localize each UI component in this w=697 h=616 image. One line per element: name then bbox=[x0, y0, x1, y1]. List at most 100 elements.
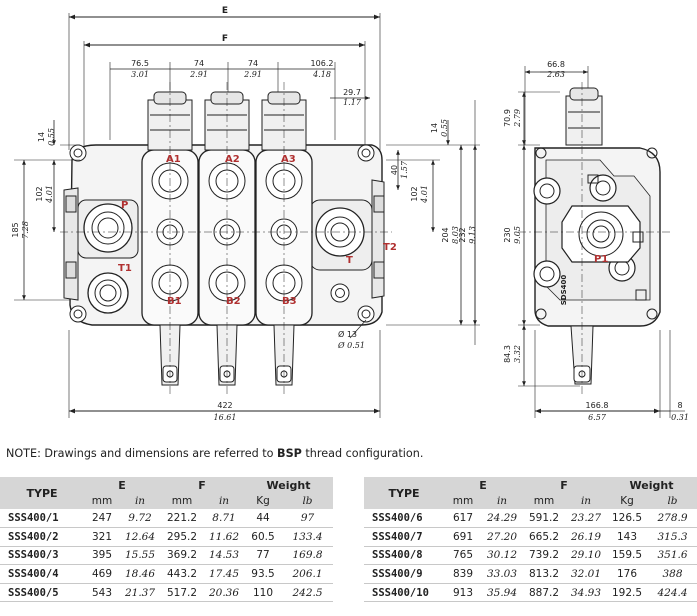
cell-e-in: 27.20 bbox=[486, 530, 518, 543]
header-f-in: in bbox=[566, 493, 606, 509]
dim-76-in: 3.01 bbox=[131, 70, 149, 79]
cell-f-in: 23.27 bbox=[570, 512, 602, 525]
cell-kg: 126.5 bbox=[611, 512, 643, 525]
dim-14-left-mm: 14 bbox=[37, 132, 46, 142]
dim-14-right-mm: 14 bbox=[430, 123, 439, 133]
dim-14-left-in: 0.55 bbox=[47, 128, 56, 146]
dim-74a-mm: 74 bbox=[194, 59, 204, 68]
dim-8-mm: 8 bbox=[677, 401, 682, 410]
cell-e-in: 24.29 bbox=[486, 512, 518, 525]
cell-f-in: 17.45 bbox=[208, 568, 240, 581]
cell-lb: 242.5 bbox=[292, 586, 323, 599]
cell-lb: 315.3 bbox=[657, 530, 688, 543]
dim-102-left-in: 4.01 bbox=[45, 185, 54, 204]
dim-204-in: 8.03 bbox=[451, 226, 460, 244]
dim-106-mm: 106.2 bbox=[311, 59, 334, 68]
port-label-b1: B1 bbox=[167, 296, 182, 307]
dim-232-mm: 232 bbox=[458, 227, 467, 242]
header-f: F bbox=[160, 477, 244, 493]
cell-lb: 424.4 bbox=[657, 586, 688, 599]
cell-f-in: 32.01 bbox=[570, 568, 602, 581]
note-suffix: thread configuration. bbox=[301, 447, 424, 460]
note-prefix: NOTE: Drawings and dimensions are referr… bbox=[6, 447, 278, 460]
dim-hole-mm: Ø 13 bbox=[338, 329, 357, 339]
spec-table-left: TYPE E F Weight mm in mm in Kg lb SSS400… bbox=[0, 477, 333, 602]
front-view-labels: E F 76.5 3.01 74 2.91 74 2.91 106.2 4.18… bbox=[11, 6, 477, 422]
cell-lb: 388 bbox=[662, 568, 683, 581]
cell-type: SSS400/8 bbox=[372, 549, 423, 562]
cell-f-in: 34.93 bbox=[570, 586, 602, 599]
cell-e-in: 15.55 bbox=[124, 549, 156, 562]
note-bold: BSP bbox=[277, 447, 302, 460]
dim-66-in: 2.63 bbox=[546, 70, 565, 79]
cell-f-in: 14.53 bbox=[208, 549, 240, 562]
cell-f-mm: 887.2 bbox=[528, 586, 560, 599]
cell-f-in: 8.71 bbox=[212, 512, 236, 525]
cell-type: SSS400/4 bbox=[8, 568, 59, 581]
port-label-t2: T2 bbox=[383, 242, 397, 253]
cell-type: SSS400/3 bbox=[8, 549, 59, 562]
port-label-t1: T1 bbox=[118, 263, 132, 274]
dim-422-in: 16.61 bbox=[214, 413, 237, 422]
header-kg: Kg bbox=[244, 493, 282, 509]
cell-e-in: 30.12 bbox=[486, 549, 518, 562]
spec-table-right: TYPE E F Weight mm in mm in Kg lb SSS400… bbox=[364, 477, 697, 602]
port-label-p: P bbox=[121, 200, 128, 211]
cell-kg: 60.5 bbox=[251, 530, 275, 543]
cell-type: SSS400/6 bbox=[372, 512, 423, 525]
dim-70-mm: 70.9 bbox=[503, 109, 512, 127]
header-weight: Weight bbox=[244, 477, 333, 493]
cell-kg: 192.5 bbox=[611, 586, 643, 599]
cell-e-in: 12.64 bbox=[124, 530, 156, 543]
cell-f-mm: 813.2 bbox=[528, 568, 560, 581]
cell-lb: 169.8 bbox=[292, 549, 323, 562]
cell-lb: 206.1 bbox=[292, 568, 323, 581]
dim-70-in: 2.79 bbox=[513, 109, 522, 128]
port-label-b2: B2 bbox=[226, 296, 241, 307]
header-type: TYPE bbox=[364, 477, 444, 509]
side-view bbox=[518, 66, 685, 418]
cell-e-mm: 247 bbox=[91, 512, 113, 525]
cell-e-mm: 321 bbox=[91, 530, 113, 543]
cell-type: SSS400/7 bbox=[372, 530, 423, 543]
cell-f-mm: 739.2 bbox=[528, 549, 560, 562]
front-view bbox=[14, 13, 480, 418]
dim-166-in: 6.57 bbox=[588, 413, 607, 422]
dim-102-left-mm: 102 bbox=[35, 186, 44, 201]
cell-e-mm: 617 bbox=[452, 512, 474, 525]
header-kg: Kg bbox=[606, 493, 648, 509]
cell-f-mm: 369.2 bbox=[166, 549, 198, 562]
header-lb: lb bbox=[648, 493, 697, 509]
dim-84-mm: 84.3 bbox=[503, 345, 512, 363]
header-e-mm: mm bbox=[84, 493, 120, 509]
cell-f-mm: 221.2 bbox=[166, 512, 198, 525]
header-e-mm: mm bbox=[444, 493, 482, 509]
dim-166-mm: 166.8 bbox=[586, 401, 609, 410]
dim-185-in: 7.28 bbox=[21, 221, 30, 239]
header-e: E bbox=[84, 477, 160, 493]
header-e-in: in bbox=[120, 493, 160, 509]
dim-74b-in: 2.91 bbox=[243, 70, 262, 79]
cell-f-in: 20.36 bbox=[208, 586, 240, 599]
cell-e-in: 9.72 bbox=[128, 512, 152, 525]
cell-e-mm: 913 bbox=[452, 586, 474, 599]
cell-type: SSS400/1 bbox=[8, 512, 59, 525]
header-f-mm: mm bbox=[522, 493, 566, 509]
cell-f-in: 26.19 bbox=[570, 530, 602, 543]
port-label-p1: P1 bbox=[594, 254, 608, 265]
cell-type: SSS400/2 bbox=[8, 530, 59, 543]
technical-drawing: E F 76.5 3.01 74 2.91 74 2.91 106.2 4.18… bbox=[11, 6, 689, 422]
cell-lb: 133.4 bbox=[292, 530, 323, 543]
cell-e-in: 33.03 bbox=[486, 568, 518, 581]
dim-102-right-in: 4.01 bbox=[420, 185, 429, 204]
header-f-mm: mm bbox=[160, 493, 204, 509]
cell-f-mm: 295.2 bbox=[166, 530, 198, 543]
dim-40-in: 1.57 bbox=[400, 160, 409, 179]
cell-f-in: 11.62 bbox=[208, 530, 240, 543]
dim-F-label: F bbox=[222, 34, 228, 44]
